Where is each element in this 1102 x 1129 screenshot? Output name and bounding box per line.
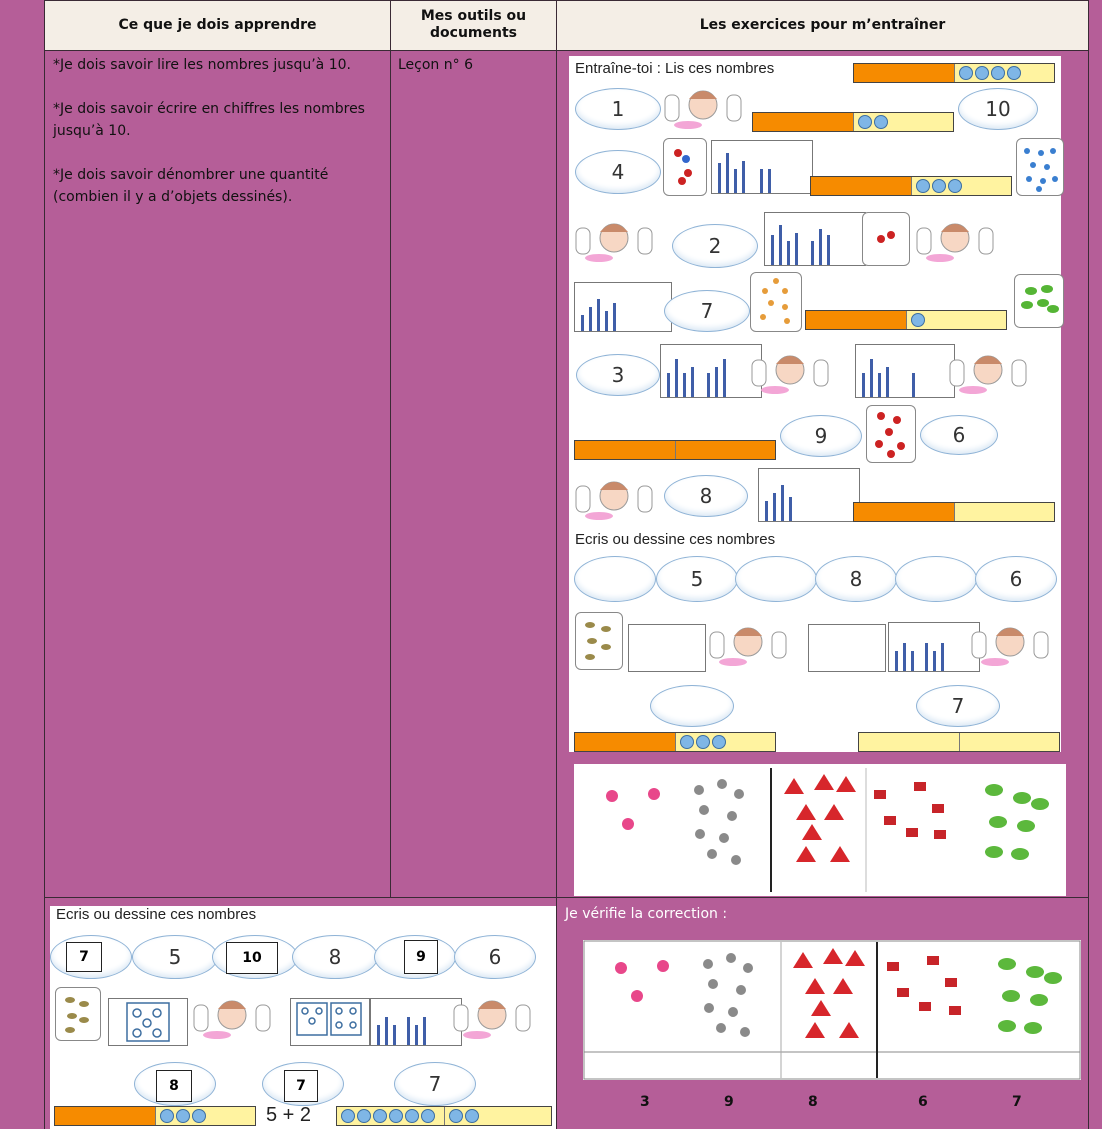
learn-item: *Je dois savoir lire les nombres jusqu’à… [53,57,351,73]
number-cloud: 8 [815,556,897,602]
girl-hands-icon [948,350,1033,395]
learn-item: *Je dois savoir dénombrer une quantité (… [53,167,329,205]
tally-bars [574,282,672,332]
grid-line [44,0,45,1129]
dice-card [862,212,910,266]
learn-list: *Je dois savoir lire les nombres jusqu’à… [53,54,383,208]
tally-bars [764,212,866,266]
number-cloud: 9 [780,415,862,457]
number-cloud: 10 [958,88,1038,130]
tally-bars [711,140,813,194]
grid-line [44,50,1089,51]
grid-line [390,0,391,897]
dot-box [290,998,370,1046]
dice-card [1016,138,1064,196]
number-cloud: 7 [664,290,750,332]
number-bar [752,112,954,132]
correction-title: Je vérifie la correction : [565,906,728,922]
number-cloud: 8 [664,475,748,517]
number-cloud: 2 [672,224,758,268]
grid-line [556,0,557,1129]
girl-hands-icon [750,350,835,395]
correction-answer: 9 [724,1094,734,1110]
tools-text: Leçon n° 6 [398,57,473,73]
answer-box: 8 [156,1070,192,1102]
correction-answer: 3 [640,1094,650,1110]
learn-item: *Je dois savoir écrire en chiffres les n… [53,101,365,139]
number-cloud: 6 [920,415,998,455]
number-cloud: 3 [576,354,660,396]
grid-line [1088,0,1089,1129]
sum-text: 5 + 2 [266,1104,312,1126]
number-bar [805,310,1007,330]
correction-panel [583,940,1081,1080]
number-bar [858,732,1060,752]
header-learn: Ce que je dois apprendre [45,0,390,50]
answer-box: 10 [226,942,278,974]
number-cloud: 1 [575,88,661,130]
count-panel [574,764,1066,896]
answer-box: 9 [404,940,438,974]
grid-line [44,897,1089,898]
tally-bars [855,344,955,398]
answer-box[interactable] [808,624,886,672]
empty-cloud [895,556,977,602]
exercise2-title: Ecris ou dessine ces nombres [575,531,776,548]
number-bar [336,1106,552,1126]
girl-hands-icon [192,995,277,1040]
answer-box[interactable] [628,624,706,672]
empty-cloud [735,556,817,602]
correction-answer: 8 [808,1094,818,1110]
tally-bars [758,468,860,522]
number-cloud: 4 [575,150,661,194]
number-cloud: 8 [292,935,378,979]
number-bar [810,176,1012,196]
dot-box [108,998,188,1046]
grid-line [44,0,1089,1]
tally-bars [370,998,462,1046]
exercise1-title: Entraîne-toi : Lis ces nombres [575,60,775,77]
number-bar [574,732,776,752]
header-tools: Mes outils ou documents [391,0,556,50]
header-exercises: Les exercices pour m’entraîner [557,0,1088,50]
number-cloud: 7 [916,685,1000,727]
correction-answer: 7 [1012,1094,1022,1110]
girl-hands-icon [708,622,793,667]
number-cloud: 6 [975,556,1057,602]
number-bar [853,63,1055,83]
number-cloud: 5 [656,556,738,602]
number-cloud: 7 [394,1062,476,1106]
girl-hands-icon [452,995,537,1040]
number-bar [574,440,776,460]
girl-hands-icon [574,476,659,521]
tally-bars [888,622,980,672]
number-bar [54,1106,256,1126]
answer-box: 7 [66,942,102,972]
tally-bars [660,344,762,398]
dice-card [866,405,916,463]
bottom-exercise-title: Ecris ou dessine ces nombres [56,906,257,923]
answer-box: 7 [284,1070,318,1102]
dice-card [750,272,802,332]
dice-card [55,987,101,1041]
number-cloud: 5 [132,935,218,979]
girl-hands-icon [663,85,748,130]
dice-card [575,612,623,670]
empty-cloud [574,556,656,602]
dice-card [1014,274,1064,328]
correction-answer: 6 [918,1094,928,1110]
empty-cloud [650,685,734,727]
dice-card [663,138,707,196]
number-cloud: 6 [454,935,536,979]
number-bar [853,502,1055,522]
girl-hands-icon [915,218,1000,263]
girl-hands-icon [970,622,1055,667]
girl-hands-icon [574,218,659,263]
